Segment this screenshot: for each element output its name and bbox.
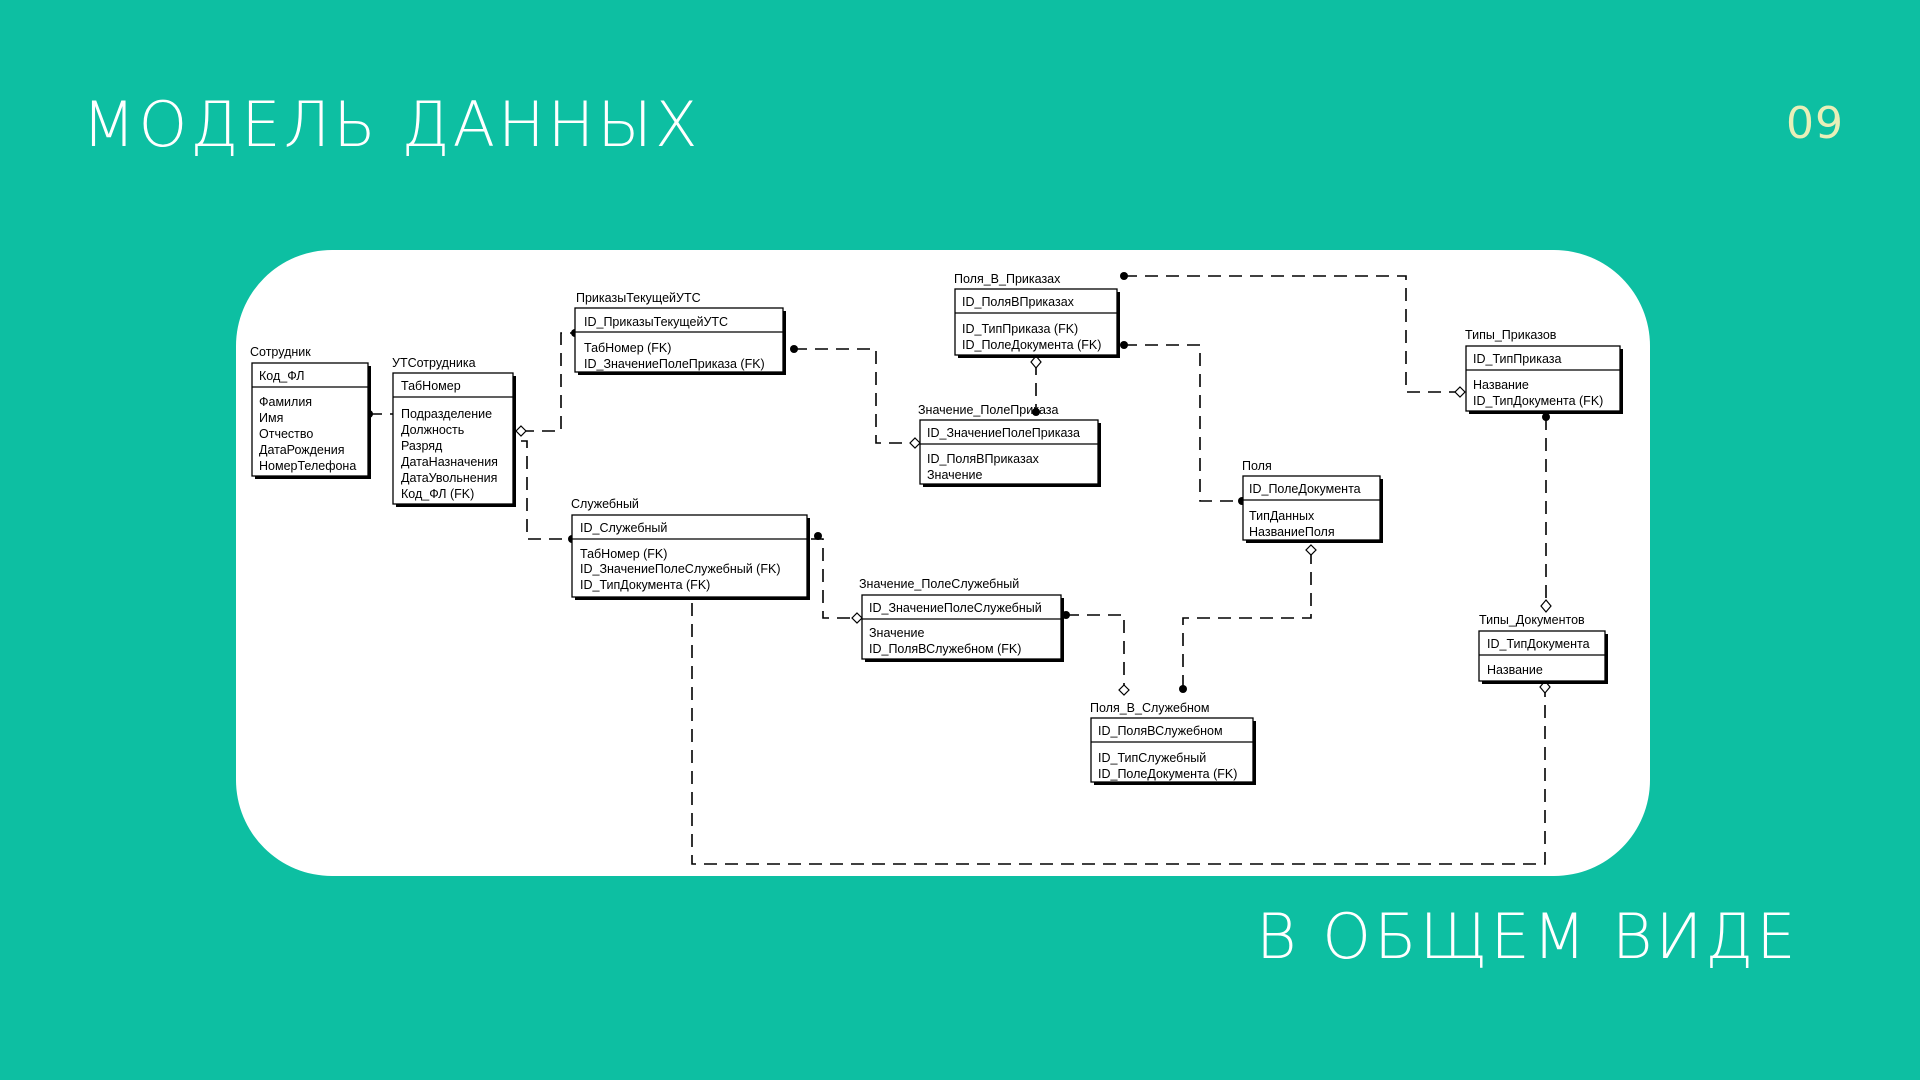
entity-attr: Отчество: [259, 427, 313, 441]
entity-sluzhebny: Служебный ID_Служебный ТабНомер (FK) ID_…: [571, 497, 810, 600]
entity-name: Служебный: [571, 497, 639, 511]
entity-attr: Значение: [927, 468, 982, 482]
rel-uts-prikazy: [521, 332, 575, 432]
entity-attr: Код_ФЛ (FK): [401, 487, 474, 501]
rel-pvp-tipy: [1124, 275, 1460, 393]
entity-key: ID_ПоляВСлужебном: [1098, 724, 1223, 738]
entity-name: УТСотрудника: [392, 356, 476, 370]
entity-key: ID_ТипДокумента: [1487, 637, 1590, 651]
entity-name: Значение_ПолеСлужебный: [859, 577, 1019, 591]
entity-utsotrudnika: УТСотрудника ТабНомер Подразделение Долж…: [392, 356, 516, 507]
entity-attr: ДатаНазначения: [401, 455, 498, 469]
entity-key: ID_ЗначениеПолеСлужебный: [869, 601, 1042, 615]
entity-attr: ID_ТипПриказа (FK): [962, 322, 1078, 336]
slide-subtitle: В ОБЩЕМ ВИДЕ: [1256, 900, 1799, 973]
entity-attr: ID_ПолеДокумента (FK): [1098, 767, 1237, 781]
entity-attr: ID_ПоляВПриказах: [927, 452, 1040, 466]
entity-name: Сотрудник: [250, 345, 311, 359]
entity-attr: НомерТелефона: [259, 459, 356, 473]
entity-prikazy-tek-uts: ПриказыТекущейУТС ID_ПриказыТекущейУТС Т…: [574, 291, 786, 375]
entity-attr: ДатаУвольнения: [401, 471, 497, 485]
entity-znachenie-pole-prikaza: Значение_ПолеПриказа ID_ЗначениеПолеПрик…: [918, 403, 1101, 487]
relationships: [369, 275, 1547, 865]
entity-attr: Должность: [401, 423, 464, 437]
entity-key: ID_ТипПриказа: [1473, 352, 1561, 366]
entity-tipy-dokumentov: Типы_Документов ID_ТипДокумента Название: [1478, 613, 1608, 684]
rel-sluzh-znach: [811, 538, 861, 619]
entity-attr: ID_ТипСлужебный: [1098, 751, 1206, 765]
entity-attr: Подразделение: [401, 407, 492, 421]
rel-polya-pvs: [1182, 551, 1312, 689]
entity-attr: ТабНомер (FK): [584, 341, 671, 355]
entity-attr: ID_ЗначениеПолеСлужебный (FK): [580, 562, 780, 576]
entity-polya-v-prikazah: Поля_В_Приказах ID_ПоляВПриказах ID_ТипП…: [954, 272, 1120, 358]
entity-key: ID_ЗначениеПолеПриказа: [927, 426, 1080, 440]
rel-prikazy-znach: [794, 348, 920, 444]
rel-uts-sluzhebny: [521, 440, 572, 540]
entity-key: ID_Служебный: [580, 521, 667, 535]
page-number: 09: [1786, 98, 1844, 149]
entity-tipy-prikazov: Типы_Приказов ID_ТипПриказа Название ID_…: [1465, 328, 1623, 414]
rel-znach-pvs: [1066, 614, 1125, 689]
entity-attr: Фамилия: [259, 395, 312, 409]
entity-name: Поля_В_Служебном: [1090, 701, 1209, 715]
diagram-panel: [236, 250, 1650, 876]
entity-attr: ТабНомер (FK): [580, 547, 667, 561]
entity-name: Типы_Приказов: [1465, 328, 1557, 342]
entity-attr: ID_ПолеДокумента (FK): [962, 338, 1101, 352]
entity-attr: ТипДанных: [1249, 509, 1315, 523]
entity-name: Значение_ПолеПриказа: [918, 403, 1058, 417]
entity-name: Поля_В_Приказах: [954, 272, 1061, 286]
entity-attr: ID_ТипДокумента (FK): [1473, 394, 1603, 408]
entity-attr: ID_ТипДокумента (FK): [580, 578, 710, 592]
entity-attr: Название: [1487, 663, 1543, 677]
entity-key: ID_ПолеДокумента: [1249, 482, 1361, 496]
entity-attr: Разряд: [401, 439, 443, 453]
entity-attr: Название: [1473, 378, 1529, 392]
entity-name: ПриказыТекущейУТС: [576, 291, 701, 305]
entity-sotrudnik: Сотрудник Код_ФЛ Фамилия Имя Отчество Да…: [250, 345, 371, 479]
entity-znachenie-pole-sluzhebny: Значение_ПолеСлужебный ID_ЗначениеПолеСл…: [859, 577, 1064, 662]
rel-pvp-polya: [1124, 344, 1242, 502]
entity-attr: Имя: [259, 411, 283, 425]
entity-name: Типы_Документов: [1479, 613, 1585, 627]
entity-attr: Значение: [869, 626, 924, 640]
slide-title: МОДЕЛЬ ДАННЫХ: [82, 88, 701, 161]
entity-key: ID_ПоляВПриказах: [962, 295, 1075, 309]
entity-name: Поля: [1242, 459, 1272, 473]
entity-attr: ID_ПоляВСлужебном (FK): [869, 642, 1021, 656]
entity-key: ТабНомер: [401, 379, 461, 393]
entity-attr: НазваниеПоля: [1249, 525, 1335, 539]
entity-key: Код_ФЛ: [259, 369, 305, 383]
entity-polya-v-sluzhebnom: Поля_В_Служебном ID_ПоляВСлужебном ID_Ти…: [1090, 701, 1256, 785]
entity-polya: Поля ID_ПолеДокумента ТипДанных Название…: [1242, 459, 1383, 543]
rel-sluzh-td: [691, 603, 1546, 865]
entity-attr: ID_ЗначениеПолеПриказа (FK): [584, 357, 765, 371]
entity-key: ID_ПриказыТекущейУТС: [584, 315, 728, 329]
entity-attr: ДатаРождения: [259, 443, 345, 457]
